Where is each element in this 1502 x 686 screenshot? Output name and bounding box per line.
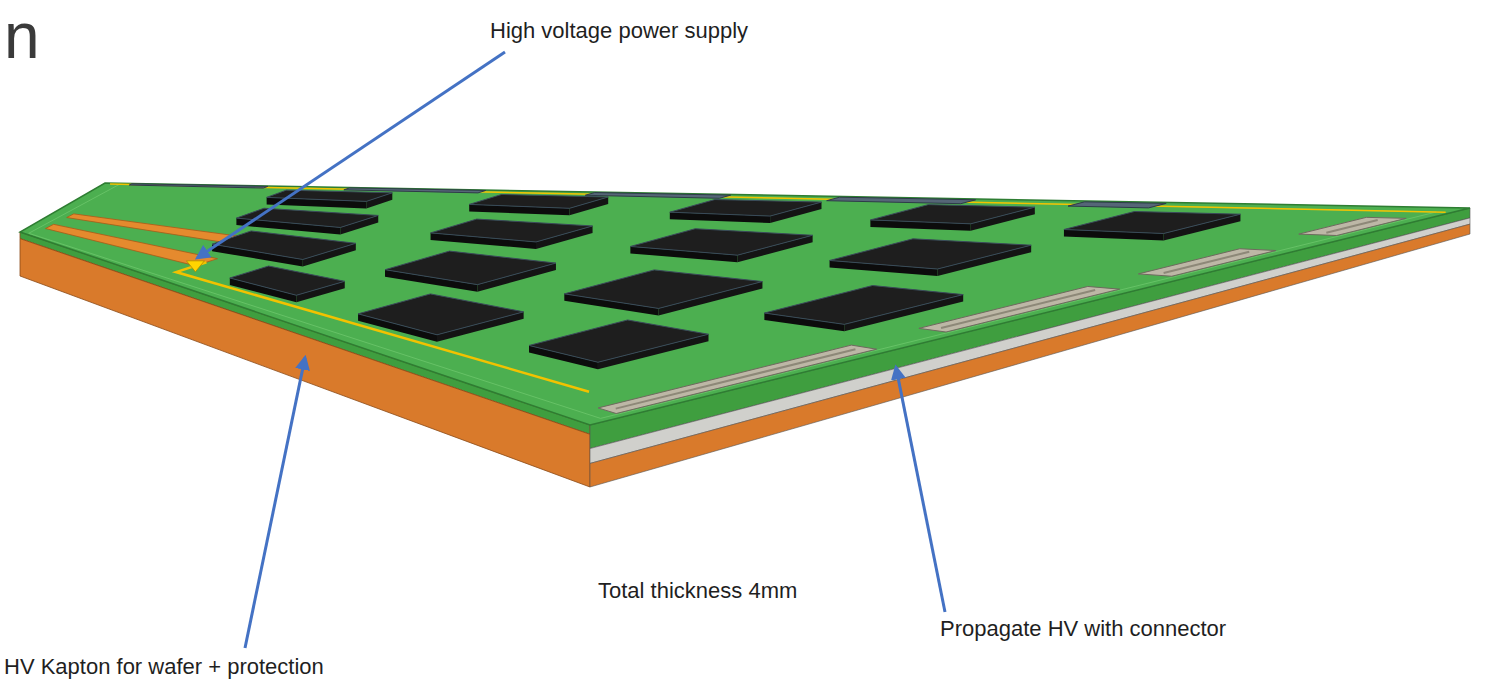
connector-slot [1326, 220, 1377, 233]
hv-kapton-strip [46, 224, 218, 265]
pcb-rim [29, 184, 1436, 418]
connector-slot [941, 290, 1095, 328]
callout-label: High voltage power supply [490, 18, 748, 44]
hv-trace [176, 262, 589, 391]
chip [764, 286, 963, 325]
back-connector [344, 188, 486, 193]
hv-supply-pad [186, 261, 204, 272]
chip [358, 294, 524, 335]
chip [385, 251, 556, 285]
callout-label: HV Kapton for wafer + protection [4, 654, 324, 680]
back-connector [585, 193, 730, 199]
chip [469, 194, 608, 208]
leader-arrow [896, 367, 945, 612]
dimension-label: Total thickness 4mm [598, 578, 797, 604]
hv-connector [1138, 249, 1275, 276]
leader-arrow [197, 52, 505, 258]
callout-label: Propagate HV with connector [940, 616, 1226, 642]
title-fragment: n [4, 4, 40, 68]
back-connector [827, 197, 976, 203]
back-connector [129, 184, 268, 188]
pcb-top [20, 183, 1470, 425]
chip [870, 205, 1034, 224]
board [20, 183, 1470, 487]
chip [670, 200, 822, 217]
chip [230, 266, 345, 295]
chip [564, 270, 762, 309]
chip [630, 229, 812, 255]
hv-connector [919, 286, 1120, 332]
hv-connector [598, 345, 876, 413]
chip [529, 320, 708, 362]
chip [1064, 212, 1241, 234]
leader-arrow [245, 358, 305, 648]
back-connector [1068, 202, 1166, 208]
connector-slot [616, 349, 856, 408]
chip [830, 239, 1032, 269]
chip [431, 219, 593, 242]
hv-connector [1299, 217, 1406, 235]
connector-slot [1164, 252, 1250, 273]
